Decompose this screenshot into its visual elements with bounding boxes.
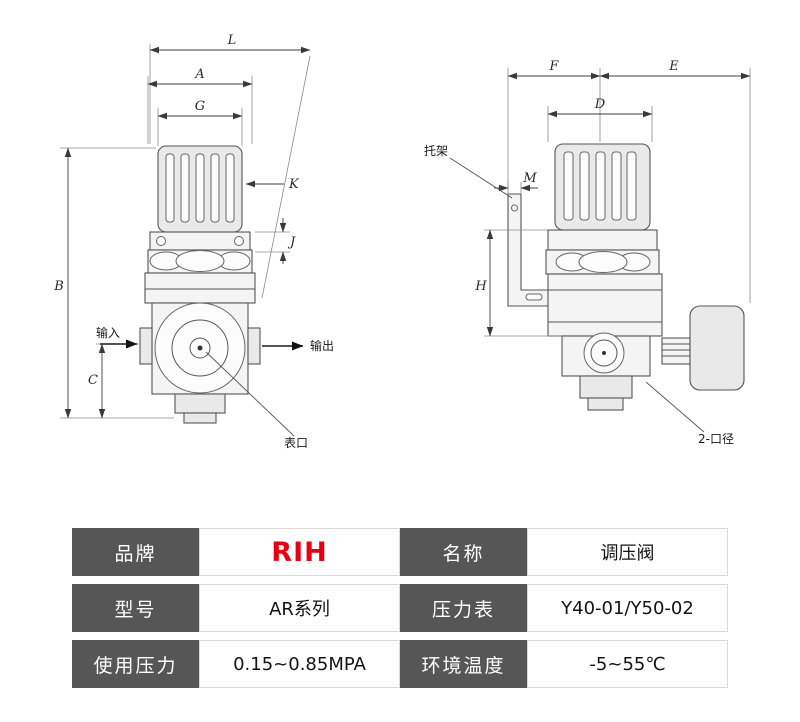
outlet-port xyxy=(247,327,261,365)
knob-slot xyxy=(225,153,235,223)
bonnet-nut xyxy=(175,250,225,272)
valve-upper-body xyxy=(144,272,256,304)
gauge-center-dot xyxy=(197,345,203,351)
dim-label-J: J xyxy=(287,235,296,250)
bracket-label: 托架 xyxy=(424,144,448,158)
bottom-cap-small xyxy=(183,412,217,424)
knob-slot xyxy=(165,153,175,223)
dim-label-C: C xyxy=(88,373,98,388)
spec-value-name: 调压阀 xyxy=(527,528,728,576)
gauge-circle-inner xyxy=(189,337,211,359)
side-view-drawing: F E D M 托架 xyxy=(424,59,751,446)
knob-slot xyxy=(611,151,622,221)
bracket-leader xyxy=(449,157,513,199)
ext-line xyxy=(261,55,311,299)
dim-label-H: H xyxy=(474,279,487,294)
spec-table: 品牌 RIH 名称 调压阀 型号 AR系列 压力表 Y40-01/Y50-02 … xyxy=(72,528,728,688)
technical-drawing: L A G K xyxy=(53,33,751,450)
output-label: 输出 xyxy=(310,338,334,353)
dim-label-M: M xyxy=(522,171,537,186)
valve-collar-side xyxy=(547,229,658,251)
spec-value-gauge: Y40-01/Y50-02 xyxy=(527,584,728,632)
dim-label-K: K xyxy=(288,177,300,192)
gauge-port-label: 表口 xyxy=(284,436,308,450)
dim-label-L: L xyxy=(227,33,237,48)
screw-head xyxy=(234,236,244,246)
gauge-circle-mid xyxy=(171,319,229,377)
spec-label-gauge: 压力表 xyxy=(400,584,527,632)
spec-label-brand: 品牌 xyxy=(72,528,199,576)
port-center-dot xyxy=(602,351,606,355)
spec-value-brand: RIH xyxy=(199,528,400,576)
spec-label-model: 型号 xyxy=(72,584,199,632)
screw-head xyxy=(156,236,166,246)
knob-slot xyxy=(210,153,220,223)
bore-leader xyxy=(645,381,705,433)
spec-label-name: 名称 xyxy=(400,528,527,576)
knob-slot xyxy=(563,151,574,221)
valve-body-side xyxy=(547,273,663,337)
side-knob xyxy=(689,305,745,391)
inlet-port xyxy=(139,327,153,365)
bore-label: 2-口径 xyxy=(698,432,734,446)
knob-slot xyxy=(180,153,190,223)
spec-value-temperature: -5~55℃ xyxy=(527,640,728,688)
dim-label-G: G xyxy=(195,99,205,114)
knob-slot xyxy=(195,153,205,223)
dim-label-E: E xyxy=(668,59,679,74)
table-row: 型号 AR系列 压力表 Y40-01/Y50-02 xyxy=(72,584,728,632)
table-row: 品牌 RIH 名称 调压阀 xyxy=(72,528,728,576)
spec-value-model: AR系列 xyxy=(199,584,400,632)
dim-label-B: B xyxy=(53,279,64,294)
bracket-slot xyxy=(525,293,543,301)
input-label: 输入 xyxy=(96,325,120,340)
bonnet-nut xyxy=(578,251,628,273)
table-row: 使用压力 0.15~0.85MPA 环境温度 -5~55℃ xyxy=(72,640,728,688)
dim-label-D: D xyxy=(594,97,606,112)
bracket-hole xyxy=(511,204,518,212)
gauge-port-leader xyxy=(205,351,295,437)
knob-slot xyxy=(595,151,606,221)
knob-slot xyxy=(579,151,590,221)
thread-connector xyxy=(661,337,691,365)
bottom-cap-side xyxy=(579,375,633,399)
dim-label-F: F xyxy=(548,59,559,74)
bottom-cap xyxy=(174,393,226,414)
dim-label-A: A xyxy=(194,67,204,82)
spec-label-temperature: 环境温度 xyxy=(400,640,527,688)
spec-value-pressure: 0.15~0.85MPA xyxy=(199,640,400,688)
knob-slot xyxy=(626,151,637,221)
port-circle-inner xyxy=(590,339,618,367)
bottom-cap-small-side xyxy=(587,397,624,411)
spec-label-pressure: 使用压力 xyxy=(72,640,199,688)
front-view-drawing: L A G K xyxy=(53,33,334,450)
